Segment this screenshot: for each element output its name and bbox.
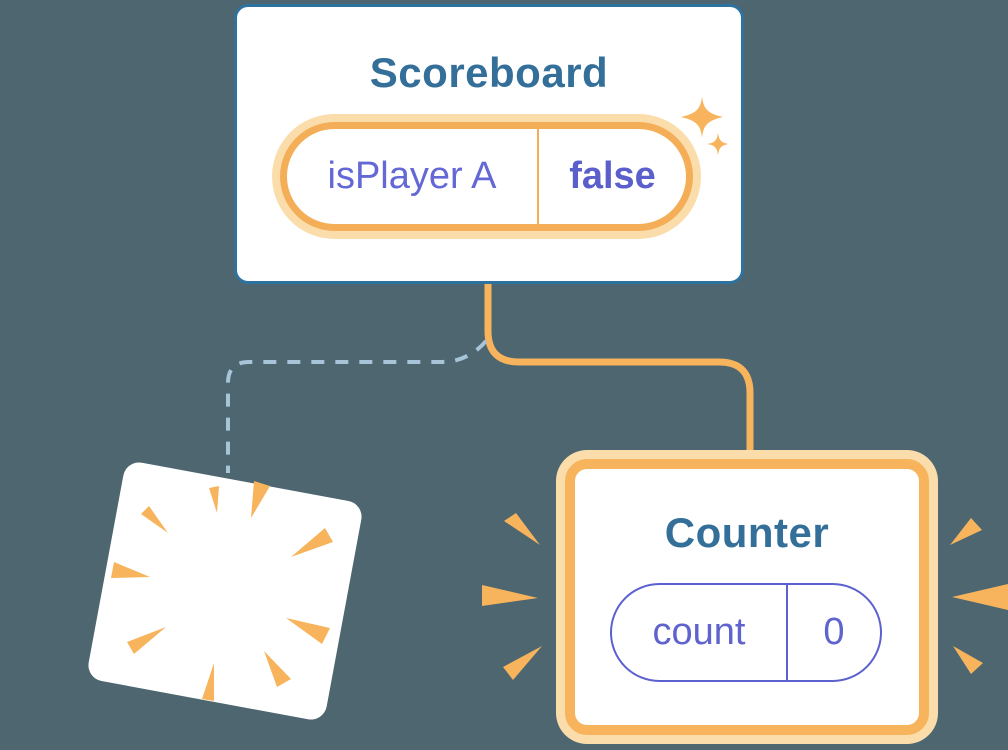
state-name: count [652,611,746,653]
state-name: isPlayer A [327,155,497,197]
counter-title: Counter [664,509,830,556]
counter-state-pill: count 0 [610,583,882,682]
counter-card: Counter count 0 [565,459,929,735]
emphasis-rays-icon [950,518,1008,674]
destroyed-component-card [85,459,365,723]
parent-child-connector-line [484,279,754,469]
scoreboard-card: Scoreboard isPlayer A false [234,4,744,284]
scoreboard-title: Scoreboard [369,49,609,96]
state-value: 0 [786,585,880,680]
removed-child-dashed-line [226,339,488,473]
scoreboard-state-pill: isPlayer A false [280,122,693,231]
state-value: false [537,129,686,224]
emphasis-rays-icon [482,513,542,680]
